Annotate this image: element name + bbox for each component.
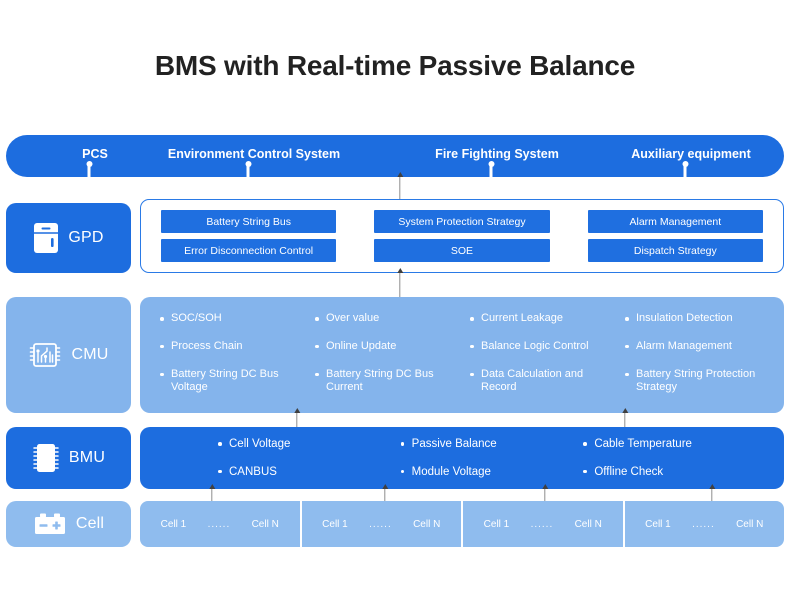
lane-cmu-label: CMU [71, 346, 109, 363]
connector-pin-environment [245, 161, 251, 179]
cmu-column-3: Current Leakage Balance Logic Control Da… [470, 312, 621, 401]
cell-last-label: Cell N [251, 518, 279, 530]
cmu-column-2: Over value Online Update Battery String … [315, 312, 466, 401]
topbar-item-auxiliary[interactable]: Auxiliary equipment [631, 147, 751, 161]
bmu-item-canbus[interactable]: CANBUS [218, 465, 401, 479]
cell-last-label: Cell N [574, 518, 602, 530]
arrow-topbar-to-gpd [399, 177, 401, 199]
gpd-chip-soe[interactable]: SOE [374, 239, 550, 262]
cmu-item-balance-logic-control[interactable]: Balance Logic Control [470, 340, 621, 354]
bmu-item-passive-balance[interactable]: Passive Balance [400, 437, 584, 451]
cmu-column-4: Insulation Detection Alarm Management Ba… [625, 312, 776, 401]
cell-group-1[interactable]: Cell 1 ...... Cell N [140, 501, 302, 547]
battery-icon [33, 511, 67, 537]
cmu-item-over-value[interactable]: Over value [315, 312, 466, 326]
ic-chip-icon [32, 441, 60, 475]
gpd-chip-error-disconnection-control[interactable]: Error Disconnection Control [161, 239, 337, 262]
cell-first-label: Cell 1 [645, 518, 671, 530]
cell-ellipsis: ...... [369, 518, 392, 530]
cmu-item-online-update[interactable]: Online Update [315, 340, 466, 354]
cmu-column-1: SOC/SOH Process Chain Battery String DC … [160, 312, 311, 401]
cmu-item-battery-string-protection-strategy[interactable]: Battery String Protection Strategy [625, 368, 776, 396]
chip-board-icon [28, 340, 62, 370]
lane-cell-label: Cell [75, 515, 105, 532]
lane-cmu[interactable]: CMU [6, 297, 131, 413]
lane-gpd[interactable]: GPD [6, 203, 131, 273]
gpd-panel: Battery String Bus System Protection Str… [140, 199, 784, 273]
lane-cell[interactable]: Cell [6, 501, 131, 547]
bmu-item-cell-voltage[interactable]: Cell Voltage [218, 437, 401, 451]
arrow-cmu-to-bmu-2 [624, 413, 626, 427]
cell-group-2[interactable]: Cell 1 ...... Cell N [302, 501, 463, 547]
arrow-bmu-to-cell-3 [544, 489, 546, 501]
cell-first-label: Cell 1 [483, 518, 510, 530]
bmu-item-module-voltage[interactable]: Module Voltage [400, 465, 584, 479]
bmu-item-cable-temperature[interactable]: Cable Temperature [583, 437, 766, 451]
cell-ellipsis: ...... [692, 518, 715, 530]
cmu-item-battery-string-dc-bus-voltage[interactable]: Battery String DC Bus Voltage [160, 368, 311, 396]
cell-last-label: Cell N [736, 518, 764, 530]
cell-last-label: Cell N [413, 518, 441, 530]
cell-first-label: Cell 1 [322, 518, 348, 530]
arrow-cmu-to-bmu-1 [296, 413, 298, 427]
cell-panel: Cell 1 ...... Cell N Cell 1 ...... Cell … [140, 501, 784, 547]
cell-group-4[interactable]: Cell 1 ...... Cell N [625, 501, 785, 547]
arrow-bmu-to-cell-2 [384, 489, 386, 501]
connector-pin-auxiliary [682, 161, 688, 179]
lane-gpd-label: GPD [68, 229, 104, 246]
cmu-item-data-calculation-and-record[interactable]: Data Calculation and Record [470, 368, 621, 396]
connector-pin-pcs [86, 161, 92, 179]
connector-pin-fire [488, 161, 494, 179]
arrow-bmu-to-cell-1 [211, 489, 213, 501]
gpd-chip-dispatch-strategy[interactable]: Dispatch Strategy [587, 239, 763, 262]
cmu-item-battery-string-dc-bus-current[interactable]: Battery String DC Bus Current [315, 368, 466, 396]
external-systems-bar: PCS Environment Control System Fire Figh… [6, 135, 784, 179]
topbar-item-pcs[interactable]: PCS [82, 147, 108, 161]
gpd-chip-system-protection-strategy[interactable]: System Protection Strategy [374, 210, 550, 233]
arrow-gpd-to-cmu [399, 273, 401, 297]
arrow-bmu-to-cell-4 [711, 489, 713, 501]
cmu-item-soc-soh[interactable]: SOC/SOH [160, 312, 311, 326]
gpd-chip-alarm-management[interactable]: Alarm Management [587, 210, 763, 233]
topbar-item-fire-fighting[interactable]: Fire Fighting System [435, 147, 559, 161]
bmu-panel: Cell Voltage Passive Balance Cable Tempe… [140, 427, 784, 489]
page-title: BMS with Real-time Passive Balance [154, 50, 636, 81]
cell-first-label: Cell 1 [160, 518, 187, 530]
lane-bmu-label: BMU [68, 449, 106, 466]
bmu-item-offline-check[interactable]: Offline Check [583, 465, 766, 479]
lane-bmu[interactable]: BMU [6, 427, 131, 489]
cell-group-3[interactable]: Cell 1 ...... Cell N [463, 501, 625, 547]
cmu-item-alarm-management[interactable]: Alarm Management [625, 340, 776, 354]
cmu-item-process-chain[interactable]: Process Chain [160, 340, 311, 354]
cmu-panel: SOC/SOH Process Chain Battery String DC … [140, 297, 784, 413]
cmu-item-current-leakage[interactable]: Current Leakage [470, 312, 621, 326]
cmu-item-insulation-detection[interactable]: Insulation Detection [625, 312, 776, 326]
gpd-chip-battery-string-bus[interactable]: Battery String Bus [161, 210, 337, 233]
cell-ellipsis: ...... [207, 518, 231, 530]
cell-ellipsis: ...... [530, 518, 554, 530]
topbar-item-environment[interactable]: Environment Control System [167, 147, 341, 161]
cabinet-icon [33, 222, 59, 254]
